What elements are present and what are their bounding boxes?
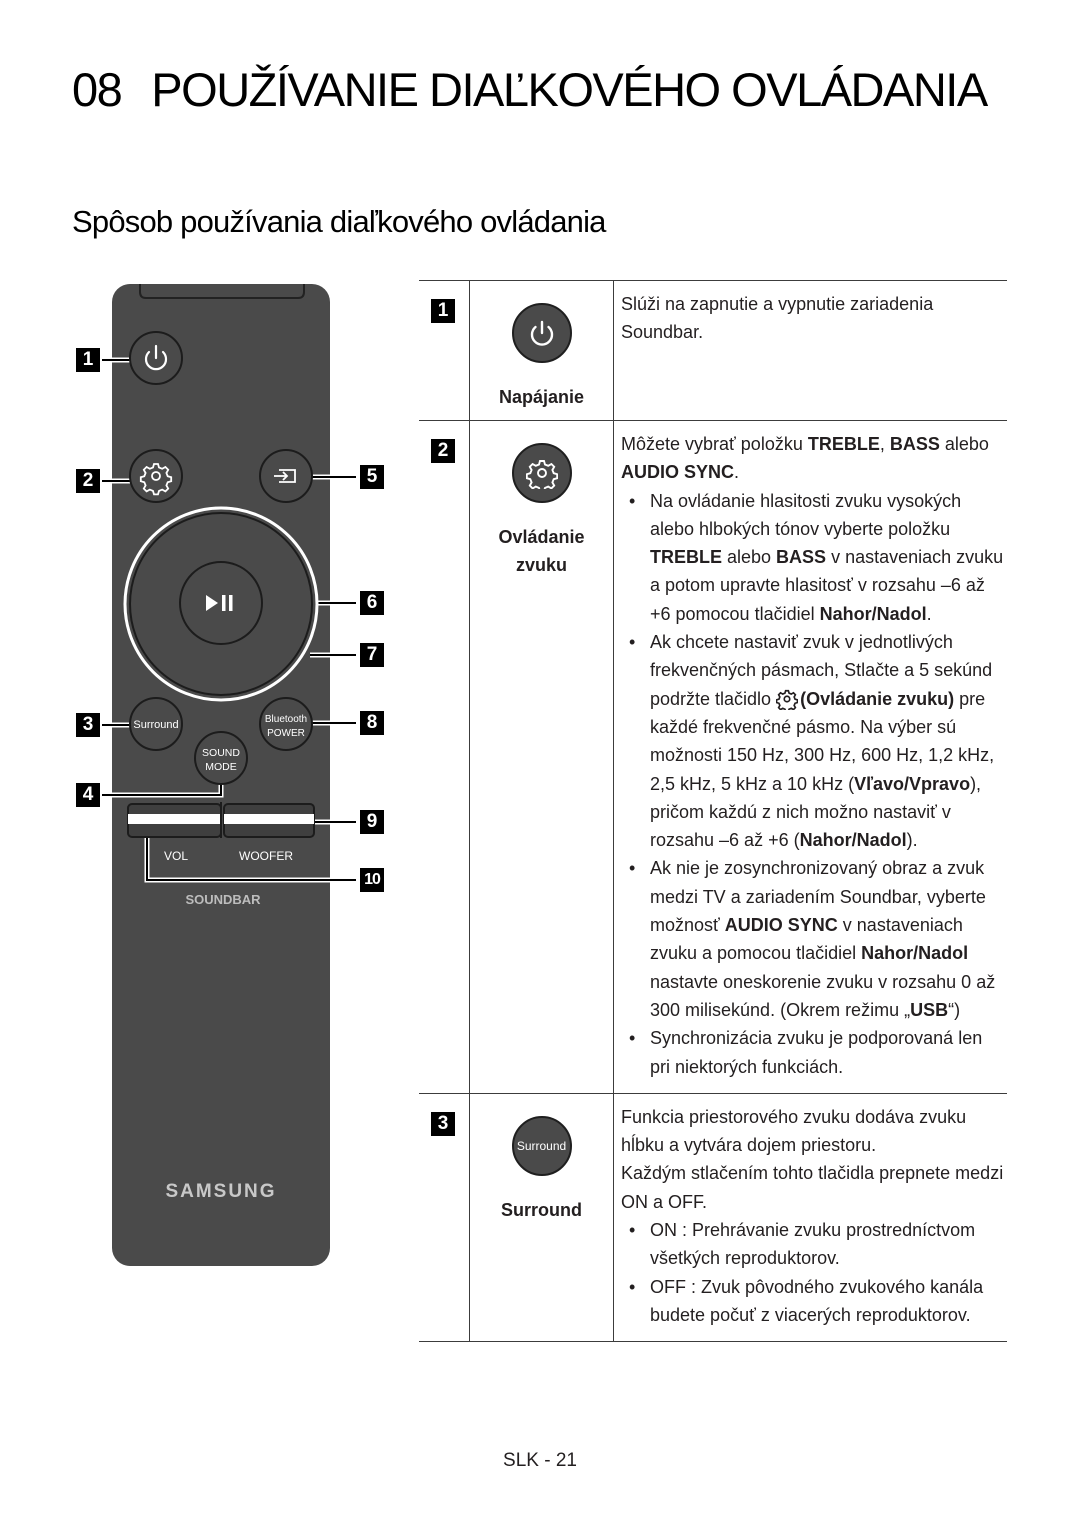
play-pause-icon <box>206 595 233 611</box>
chapter-heading: 08 POUŽÍVANIE DIAĽKOVÉHO OVLÁDANIA <box>72 62 988 117</box>
button-description-table: 1 Napájanie Slúži na zapnutie a vypnutie… <box>419 280 1007 1343</box>
list-item: Ak chcete nastaviť zvuk v jednotlivých f… <box>621 628 1007 854</box>
callout-9: 9 <box>360 810 384 834</box>
power-icon <box>144 344 168 371</box>
row-number-badge: 1 <box>431 299 455 323</box>
callout-10: 10 <box>360 868 384 892</box>
list-item: Synchronizácia zvuku je podporovaná len … <box>621 1024 1007 1081</box>
table-row: 1 Napájanie Slúži na zapnutie a vypnutie… <box>419 280 1007 421</box>
power-icon <box>530 320 553 346</box>
page-number: SLK - 21 <box>503 1450 577 1471</box>
remote-surround-label: Surround <box>133 719 178 731</box>
callout-3: 3 <box>76 713 100 737</box>
table-row: 2 Ovládanie zvuku Môžete vybrať položku … <box>419 420 1007 1094</box>
source-icon <box>274 469 296 483</box>
list-item: Ak nie je zosynchronizovaný obraz a zvuk… <box>621 854 1007 1024</box>
list-item: ON : Prehrávanie zvuku prostredníctvom v… <box>621 1216 1007 1273</box>
remote-soundbar-label: SOUNDBAR <box>185 892 261 907</box>
remote-bluetooth-power-button <box>259 697 313 751</box>
button-label: Napájanie <box>498 387 585 407</box>
remote-brand-logo: SAMSUNG <box>165 1181 276 1202</box>
table-row: 3 Surround Surround Funkcia priestorovéh… <box>419 1092 1007 1343</box>
remote-power-label: POWER <box>267 728 305 739</box>
remote-vol-label: VOL <box>164 849 188 863</box>
remote-top-groove <box>139 284 305 299</box>
power-button-illustration <box>511 303 572 363</box>
remote-woofer-label: WOOFER <box>239 849 293 863</box>
gear-icon <box>139 463 173 496</box>
row-number-badge: 2 <box>431 439 455 463</box>
section-title: Spôsob používania diaľkového ovládania <box>72 204 606 239</box>
remote-bluetooth-label: Bluetooth <box>265 714 307 725</box>
description-intro: Môžete vybrať položku TREBLE, BASS alebo… <box>621 434 989 483</box>
callout-2: 2 <box>76 469 100 493</box>
gear-icon <box>776 689 799 710</box>
remote-surround-button <box>129 697 183 751</box>
chapter-title: POUŽÍVANIE DIAĽKOVÉHO OVLÁDANIA <box>151 63 988 116</box>
callout-4: 4 <box>76 783 100 807</box>
remote-mode-label: MODE <box>205 761 237 773</box>
description-text: Slúži na zapnutie a vypnutie zariadenia … <box>621 294 934 343</box>
gear-button-illustration <box>511 443 572 503</box>
remote-sound-mode-button <box>194 731 248 785</box>
surround-button-illustration: Surround <box>511 1115 572 1176</box>
callout-6: 6 <box>360 591 384 615</box>
remote-illustration: Surround Bluetooth POWER SOUND MODE VOL … <box>102 284 356 1266</box>
callout-1: 1 <box>76 348 100 372</box>
list-item: Na ovládanie hlasitosti zvuku vysokých a… <box>621 487 1007 628</box>
description-bullets: Na ovládanie hlasitosti zvuku vysokých a… <box>621 487 1007 1081</box>
button-label: zvuku <box>515 555 567 575</box>
description-bullets: ON : Prehrávanie zvuku prostredníctvom v… <box>621 1216 1007 1329</box>
chapter-number: 08 <box>72 63 123 116</box>
button-label: Surround <box>501 1199 582 1220</box>
button-label: Ovládanie <box>498 527 585 547</box>
remote-sound-label: SOUND <box>202 747 240 759</box>
description-text: Funkcia priestorového zvuku dodáva zvuku… <box>621 1106 967 1156</box>
callout-8: 8 <box>360 711 384 735</box>
remote-play-pause-button <box>179 561 263 645</box>
list-item: OFF : Zvuk pôvodného zvukového kanála bu… <box>621 1273 1007 1330</box>
callout-5: 5 <box>360 465 384 489</box>
description-text: Každým stlačením tohto tlačidla prepnete… <box>621 1163 1004 1212</box>
row-number-badge: 3 <box>431 1111 455 1136</box>
callout-7: 7 <box>360 643 384 667</box>
gear-icon <box>525 460 558 489</box>
